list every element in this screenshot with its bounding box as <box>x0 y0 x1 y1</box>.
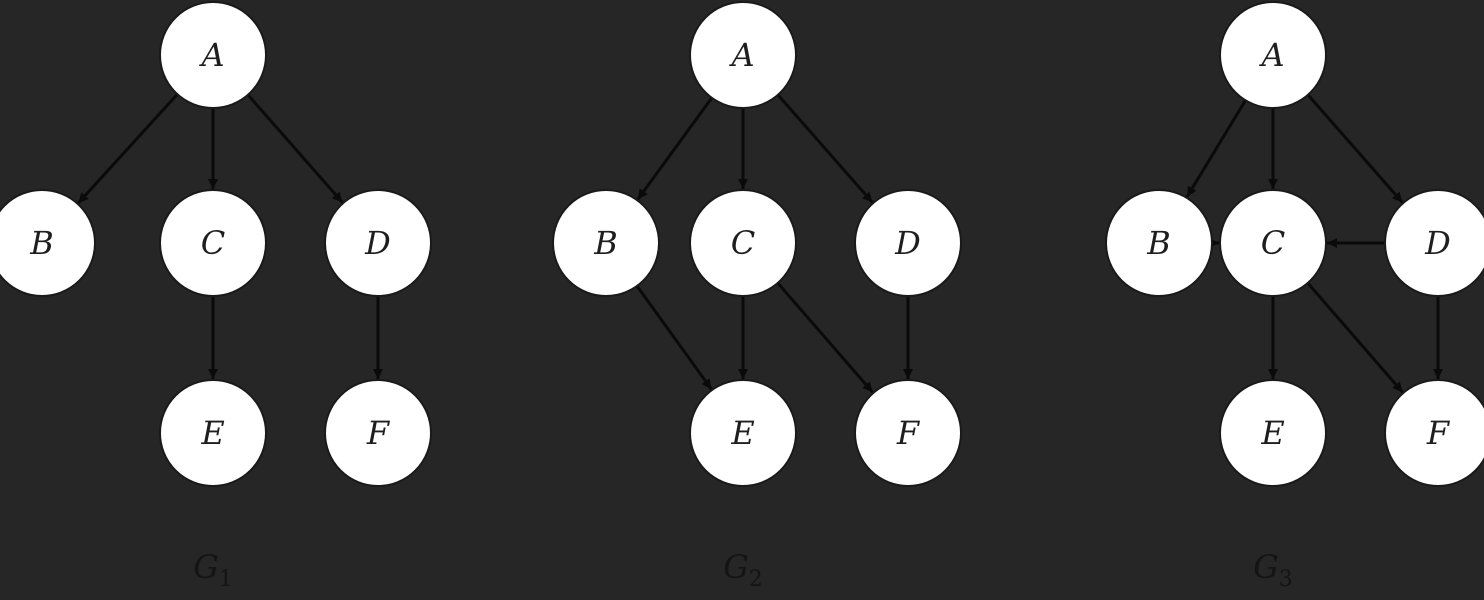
graph-1-caption-letter: G <box>193 548 219 586</box>
g2-node-f: F <box>854 379 962 487</box>
g1-node-b-circle <box>0 189 96 297</box>
g1-edge-a-b <box>77 93 179 205</box>
graph-2-caption-subscript: 2 <box>749 567 763 592</box>
g2-node-e: E <box>689 379 797 487</box>
g2-node-a-label: A <box>728 36 754 74</box>
graph-2-caption-letter: G <box>723 548 749 586</box>
g1-node-c: C <box>159 189 267 297</box>
g3-node-b-label: B <box>1146 224 1171 262</box>
g2-edge-b-e <box>635 285 713 391</box>
g2-node-f-label: F <box>896 414 921 452</box>
g3-node-a: A <box>1219 1 1327 109</box>
g1-node-f-circle <box>324 379 432 487</box>
nodes-layer: A B C D E F A B C D E F A B C D E F <box>0 1 1484 487</box>
g2-node-e-label: E <box>730 414 754 452</box>
graph-3-caption-letter: G <box>1253 548 1279 586</box>
g1-node-e: E <box>159 379 267 487</box>
g2-node-c: C <box>689 189 797 297</box>
g2-node-d: D <box>854 189 962 297</box>
g2-node-b-circle <box>552 189 660 297</box>
g3-edge-a-b <box>1185 99 1247 198</box>
g2-node-e-circle <box>689 379 797 487</box>
g3-node-c-label: C <box>1261 224 1285 262</box>
g3-node-a-circle <box>1219 1 1327 109</box>
g3-node-a-label: A <box>1258 36 1284 74</box>
g3-edge-a-d <box>1306 93 1404 204</box>
g3-node-d-circle <box>1384 189 1484 297</box>
g1-node-c-circle <box>159 189 267 297</box>
g3-node-e: E <box>1219 379 1327 487</box>
g1-node-d-circle <box>324 189 432 297</box>
g3-node-e-label: E <box>1260 414 1284 452</box>
g3-node-c: C <box>1219 189 1327 297</box>
g3-node-b-circle <box>1105 189 1213 297</box>
g2-node-c-circle <box>689 189 797 297</box>
graph-1-caption-subscript: 1 <box>219 567 233 592</box>
g1-node-e-circle <box>159 379 267 487</box>
g2-node-b-label: B <box>593 224 618 262</box>
g3-node-f-label: F <box>1426 414 1451 452</box>
g1-node-a-circle <box>159 1 267 109</box>
g2-node-a-circle <box>689 1 797 109</box>
graph-2-caption: G2 <box>723 548 763 592</box>
g2-node-b: B <box>552 189 660 297</box>
g2-edge-a-d <box>776 93 874 204</box>
g1-node-b-label: B <box>29 224 54 262</box>
g3-node-d-label: D <box>1424 224 1451 262</box>
g3-edge-c-f <box>1306 282 1404 394</box>
g2-node-f-circle <box>854 379 962 487</box>
graph-3-caption-subscript: 3 <box>1279 567 1293 592</box>
g1-node-a: A <box>159 1 267 109</box>
g3-node-f: F <box>1384 379 1484 487</box>
g2-node-c-label: C <box>731 224 755 262</box>
g2-edge-a-b <box>636 96 713 201</box>
g2-node-d-circle <box>854 189 962 297</box>
g1-node-b: B <box>0 189 96 297</box>
g3-node-b: B <box>1105 189 1213 297</box>
g3-node-e-circle <box>1219 379 1327 487</box>
g1-node-f-label: F <box>366 414 391 452</box>
g1-node-d-label: D <box>364 224 391 262</box>
g1-node-d: D <box>324 189 432 297</box>
g2-node-a: A <box>689 1 797 109</box>
g1-node-f: F <box>324 379 432 487</box>
graph-1-caption: G1 <box>193 548 233 592</box>
g1-edge-a-d <box>246 93 344 204</box>
edges-layer <box>77 93 1443 394</box>
g3-node-d: D <box>1384 189 1484 297</box>
g2-edge-c-f <box>776 282 874 394</box>
g1-node-c-label: C <box>201 224 225 262</box>
g1-node-e-label: E <box>200 414 224 452</box>
g1-node-a-label: A <box>198 36 224 74</box>
g3-node-f-circle <box>1384 379 1484 487</box>
g2-node-d-label: D <box>894 224 921 262</box>
g3-node-c-circle <box>1219 189 1327 297</box>
graph-3-caption: G3 <box>1253 548 1293 592</box>
